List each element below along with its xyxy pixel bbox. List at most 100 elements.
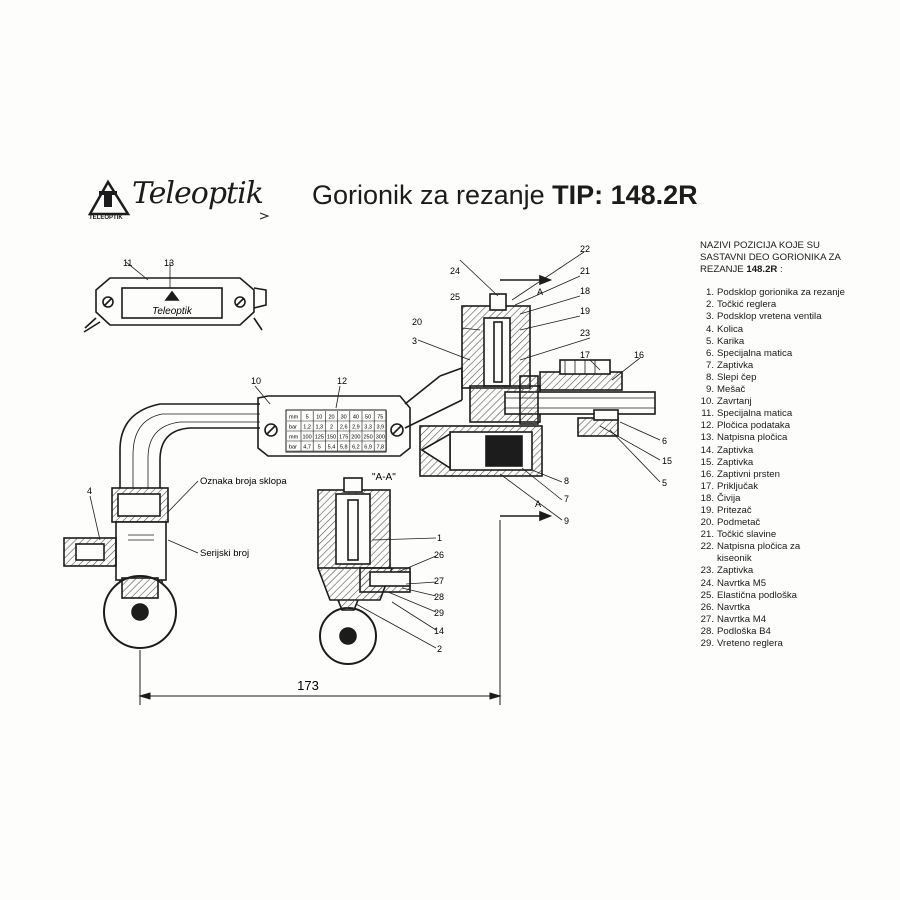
legend-item-number: 8. <box>705 371 714 383</box>
part-number-22: 22 <box>580 244 590 254</box>
part-number-25: 25 <box>450 292 460 302</box>
legend-item: 1.Podsklop gorionika za rezanje <box>700 287 895 299</box>
part-number-9: 9 <box>564 516 569 526</box>
part-number-1: 1 <box>437 533 442 543</box>
legend-item-number: 23. <box>700 565 714 577</box>
legend-item-label: Navrtka <box>717 601 751 613</box>
legend-item-number: 7. <box>705 359 714 371</box>
part-number-18: 18 <box>580 286 590 296</box>
part-number-4: 4 <box>87 486 92 496</box>
part-number-15: 15 <box>662 456 672 466</box>
legend-item-number: 18. <box>700 492 714 504</box>
legend-item-number: 4. <box>705 323 714 335</box>
legend-item: 25.Elastična podloška <box>700 590 895 602</box>
data-table-cell: 2,6 <box>340 425 348 431</box>
legend-item-label: Podsklop gorionika za rezanje <box>717 287 845 299</box>
valve-block <box>419 293 656 477</box>
legend-item-label: Mešač <box>717 384 746 396</box>
data-table-cell: 5,8 <box>340 445 348 451</box>
part-number-8: 8 <box>564 476 569 486</box>
data-table-cell: 40 <box>353 415 359 421</box>
data-table-cell: 3,3 <box>364 425 372 431</box>
data-table-cell: 75 <box>377 415 383 421</box>
legend-item: 17.Priključak <box>700 481 895 493</box>
legend-item-label: Zaptivka <box>717 565 754 577</box>
legend-item-number: 25. <box>700 589 714 601</box>
legend-item: 4.Kolica <box>700 324 895 336</box>
torch-tube <box>119 366 463 488</box>
data-table-cell: 7,8 <box>376 445 384 451</box>
callout-sklop: Oznaka broja sklopa <box>200 476 287 487</box>
legend-item: 29.Vreteno reglera <box>700 638 895 650</box>
dimension-line <box>138 520 502 705</box>
dimension-value: 173 <box>297 678 319 693</box>
part-number-16: 16 <box>634 350 644 360</box>
data-table-cell: 6,9 <box>364 445 372 451</box>
legend-item-number: 9. <box>705 384 714 396</box>
legend-item-label: Zavrtanj <box>717 396 752 408</box>
leader-lines <box>89 251 661 649</box>
legend-item: 6.Specijalna matica <box>700 348 895 360</box>
legend-item-label: Navrtka M4 <box>717 613 767 625</box>
legend-item-label: Podloška B4 <box>717 625 771 637</box>
part-number-5: 5 <box>662 478 667 488</box>
legend-item: 20.Podmetač <box>700 517 895 529</box>
legend-item-number: 20. <box>700 517 714 529</box>
legend-item-number: 15. <box>700 456 714 468</box>
cross-section-view <box>317 477 411 665</box>
part-number-7: 7 <box>564 494 569 504</box>
data-table-cell: 5,4 <box>328 445 336 451</box>
legend-item-number: 28. <box>700 625 714 637</box>
data-table-cell: 2,9 <box>352 425 360 431</box>
data-table-cell: 3,9 <box>376 425 384 431</box>
legend-item: 19.Pritezač <box>700 505 895 517</box>
data-table-cell: 150 <box>327 435 336 441</box>
legend-item-number: 3. <box>705 311 714 323</box>
part-number-17: 17 <box>580 350 590 360</box>
part-number-29: 29 <box>434 608 444 618</box>
data-table-cell: 300 <box>376 435 385 441</box>
legend-item: 18.Čivija <box>700 493 895 505</box>
legend-item-number: 24. <box>700 577 714 589</box>
part-number-26: 26 <box>434 550 444 560</box>
legend-item-label: Podsklop vretena ventila <box>717 311 822 323</box>
nameplate-brand: Teleoptik <box>152 306 193 317</box>
legend-item-number: 11. <box>701 408 714 420</box>
legend-item-number: 10. <box>700 396 714 408</box>
data-table-cell: 10 <box>316 415 322 421</box>
legend-item-number: 19. <box>700 504 714 516</box>
legend-item-label: Slepi čep <box>717 371 757 383</box>
legend-item-number: 6. <box>705 347 714 359</box>
data-table-cell: 250 <box>364 435 373 441</box>
legend-item: 5.Karika <box>700 336 895 348</box>
data-table-cell: 4,7 <box>303 445 311 451</box>
section-label: "A-A" <box>372 472 396 483</box>
logo-wordmark: Teleoptik <box>132 176 264 211</box>
legend-item: 10.Zavrtanj <box>700 396 895 408</box>
legend-item-label: Pritezač <box>717 504 752 516</box>
data-table-row-head: bar <box>289 445 297 451</box>
legend-item-label: Točkić reglera <box>717 299 777 311</box>
legend-item: 27.Navrtka M4 <box>700 614 895 626</box>
legend-item-number: 16. <box>700 468 714 480</box>
data-table-cell: 5 <box>306 415 309 421</box>
legend-item: 28.Podloška B4 <box>700 626 895 638</box>
part-number-14: 14 <box>434 626 444 636</box>
data-table-cell: 200 <box>351 435 360 441</box>
legend-item: 2.Točkić reglera <box>700 299 895 311</box>
logo-triangle-icon <box>87 179 270 220</box>
legend-item-number: 13. <box>700 432 714 444</box>
data-table-row-head: mm <box>289 435 299 441</box>
parts-legend: NAZIVI POZICIJA KOJE SU SASTAVNI DEO GOR… <box>700 240 895 650</box>
legend-item-label: Zaptivni prsten <box>717 468 780 480</box>
legend-item-label: Karika <box>717 335 745 347</box>
part-numbers: 11 13 10 12 20 3 4 24 25 22 21 18 19 23 … <box>87 244 672 654</box>
carriage-assembly <box>63 487 177 649</box>
page-title: Gorionik za rezanje TIP: 148.2R <box>312 180 698 210</box>
data-table-cell: 50 <box>365 415 371 421</box>
legend-item-number: 17. <box>700 480 714 492</box>
